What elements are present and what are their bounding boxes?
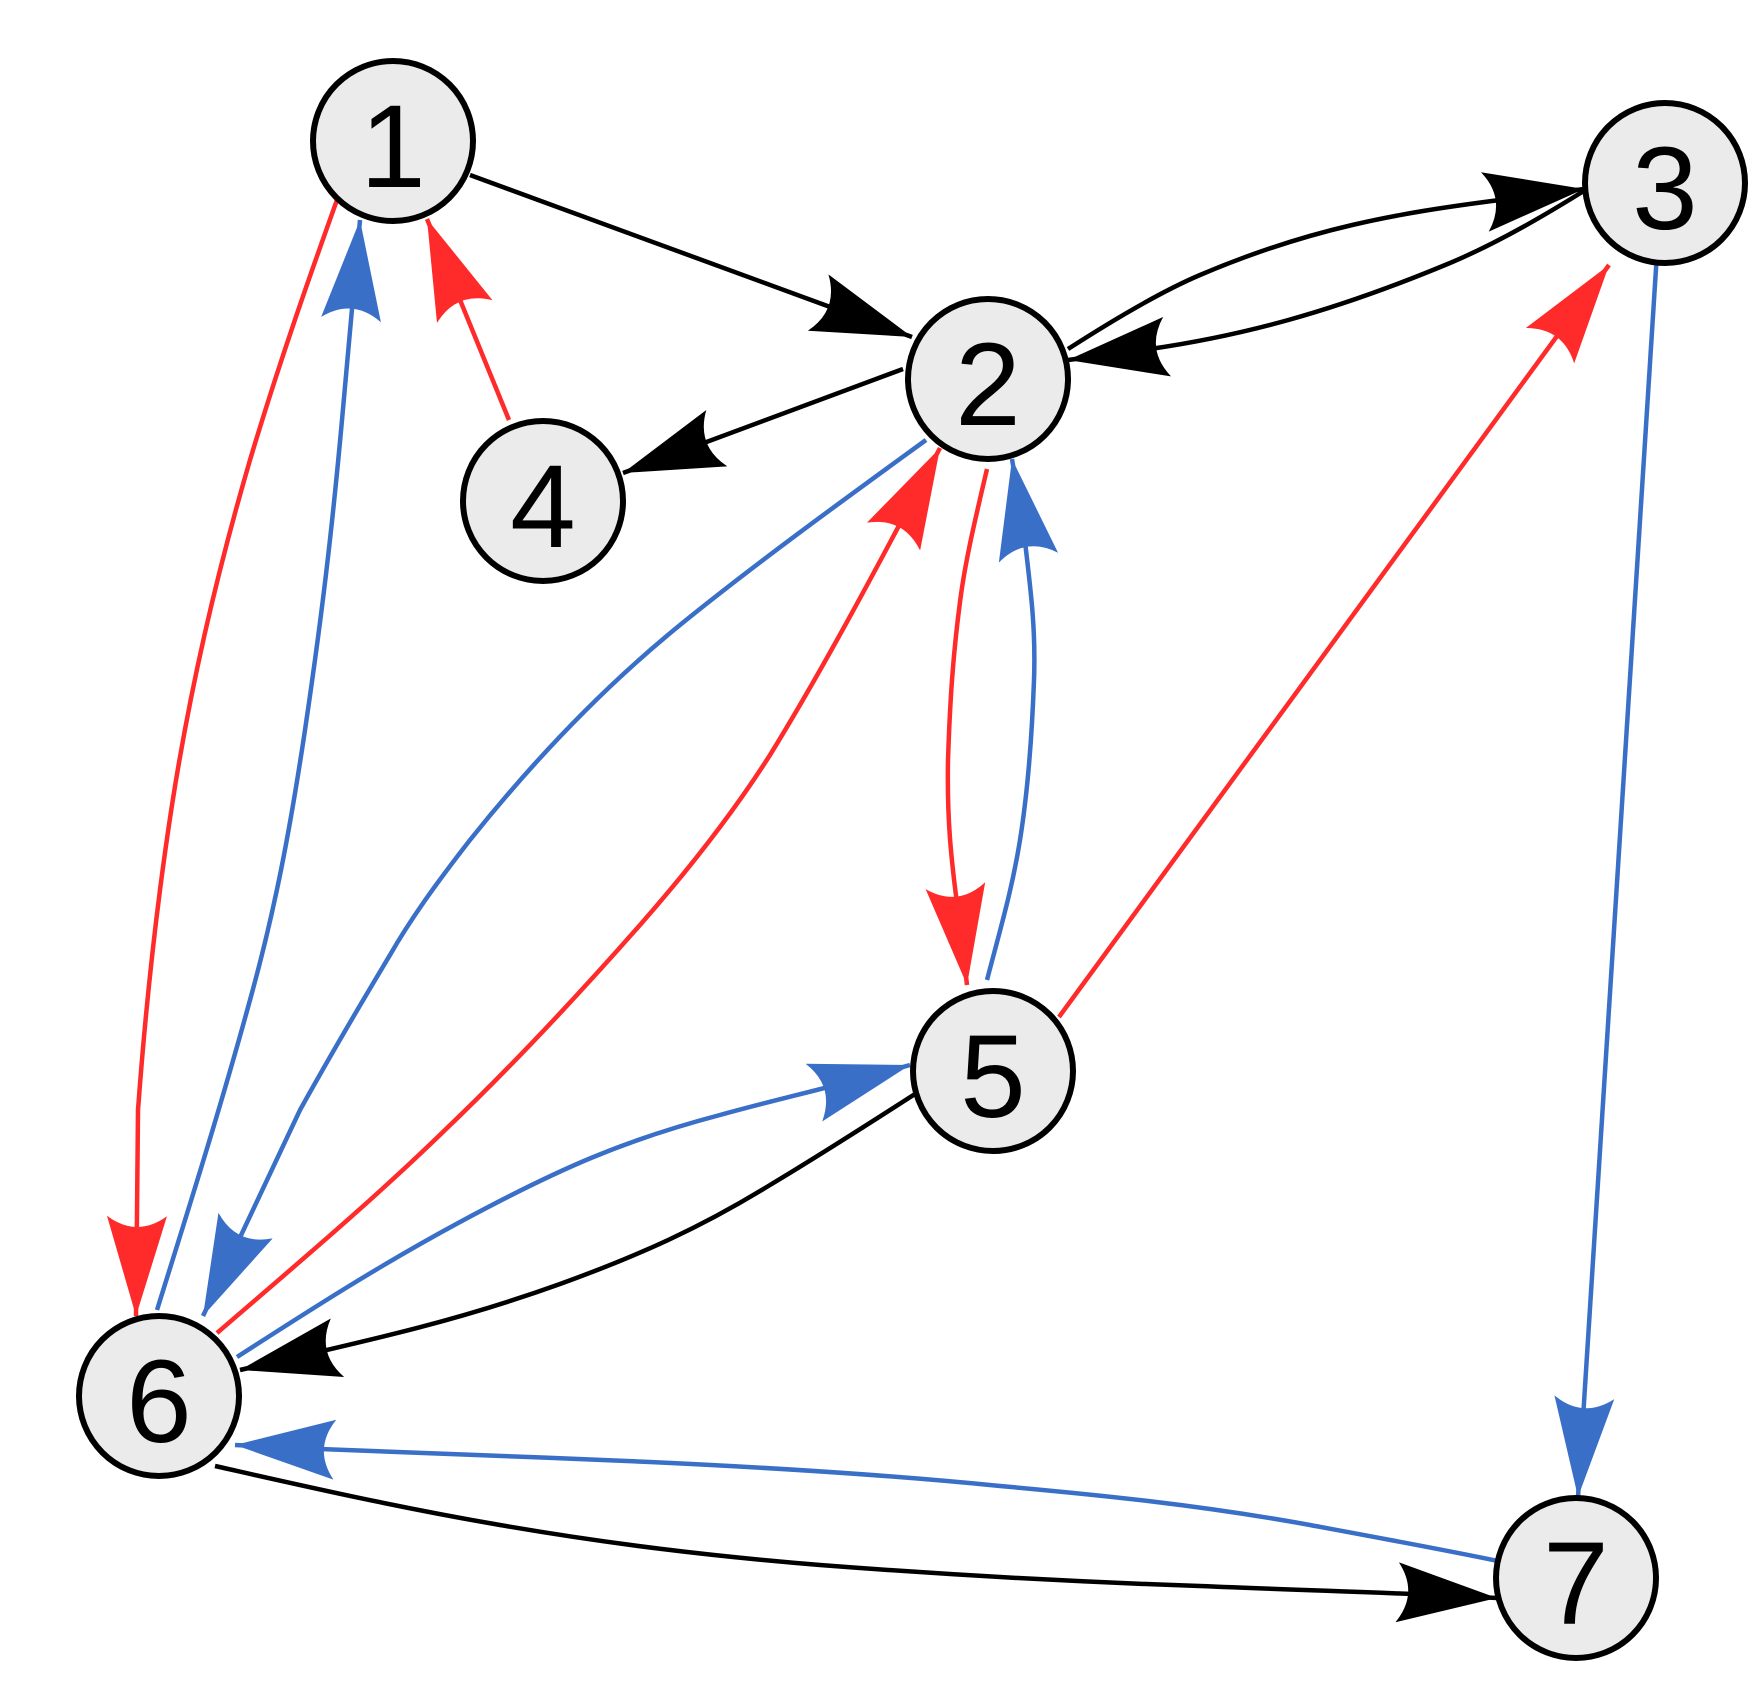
node-7[interactable]: 7 (1493, 1495, 1659, 1661)
edge-7-to-6 (234, 1419, 1499, 1564)
edge-2-to-6 (200, 438, 928, 1317)
node-5[interactable]: 5 (910, 988, 1076, 1154)
node-5-label: 5 (960, 1011, 1026, 1143)
edge-5-to-6 (239, 1092, 917, 1377)
node-4-label: 4 (510, 441, 576, 573)
edge-2-to-3 (1066, 172, 1585, 351)
node-6[interactable]: 6 (76, 1313, 242, 1479)
edge-6-to-2 (215, 446, 942, 1335)
edge-1-to-6 (106, 185, 345, 1317)
edge-6-to-1 (154, 219, 381, 1311)
edge-6-to-7 (214, 1463, 1498, 1623)
edge-1-to-2 (469, 172, 913, 340)
node-2-label: 2 (955, 319, 1021, 451)
node-3-label: 3 (1632, 123, 1698, 255)
node-1[interactable]: 1 (310, 58, 476, 224)
edge-5-to-3 (1057, 263, 1611, 1019)
node-1-label: 1 (360, 81, 426, 213)
node-4[interactable]: 4 (460, 418, 626, 584)
edge-3-to-2 (1067, 187, 1589, 377)
node-2[interactable]: 2 (905, 296, 1071, 462)
edge-2-to-5 (925, 468, 990, 986)
node-3[interactable]: 3 (1582, 100, 1748, 266)
edge-3-to-7 (1554, 236, 1661, 1498)
node-6-label: 6 (126, 1336, 192, 1468)
edge-6-to-5 (235, 1062, 911, 1359)
edge-4-to-1 (424, 218, 512, 421)
edge-5-to-2 (984, 458, 1059, 981)
node-7-label: 7 (1543, 1518, 1609, 1650)
edge-2-to-4 (622, 366, 904, 476)
nodes: 1 2 3 4 5 6 7 (76, 58, 1748, 1661)
edges (106, 172, 1661, 1623)
